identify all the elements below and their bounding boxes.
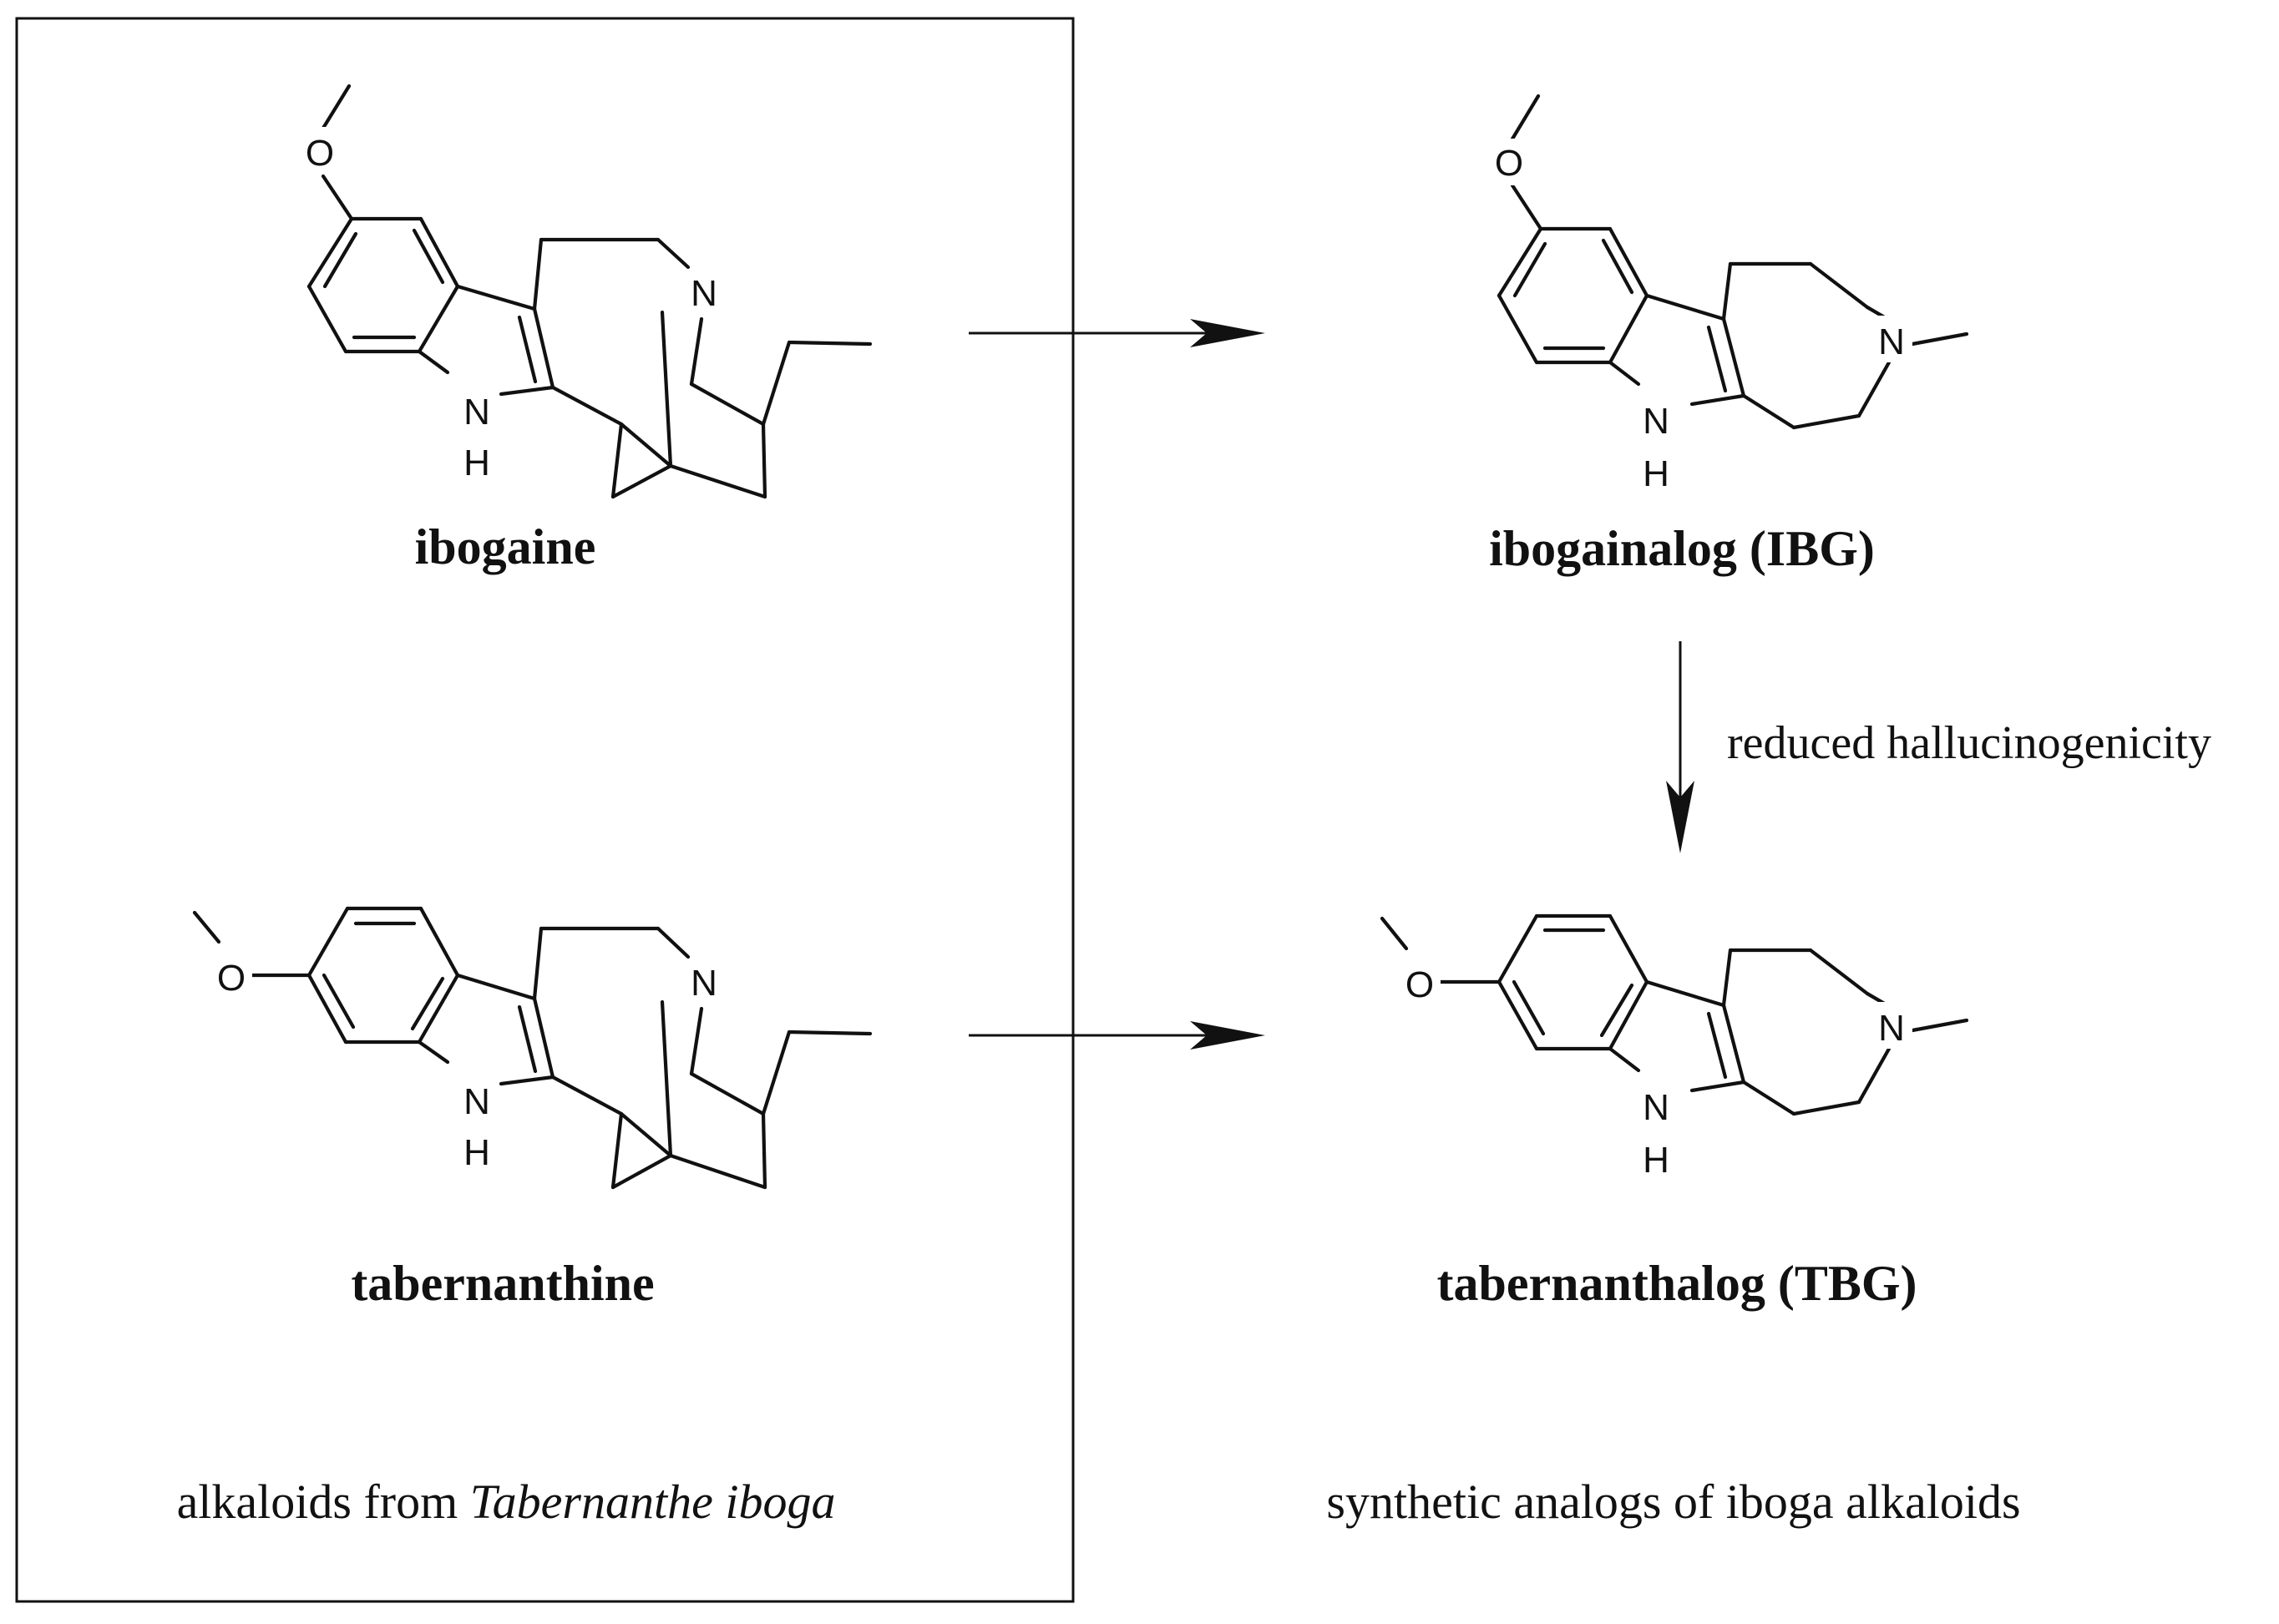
tabernanthine-name: tabernanthine [351, 1256, 654, 1311]
tabernanthalog-oxygen-label: O [1405, 964, 1434, 1005]
tabernanthine-nh-label: N [463, 1081, 490, 1122]
ibogaine-structure: O N N H [299, 83, 873, 499]
tabernanthine-nitrogen-label: N [691, 963, 717, 1004]
ibogaine-nh-label: N [463, 392, 490, 433]
ibogaine-oxygen-label: O [306, 133, 334, 174]
ibogainalog-name: ibogainalog (IBG) [1489, 521, 1875, 576]
synthetic-analogs-caption: synthetic analogs of iboga alkaloids [1326, 1475, 2020, 1529]
ibogaine-nitrogen-label: N [691, 273, 717, 314]
arrow-ibogaine-to-ibogainalog [969, 319, 1265, 347]
tabernanthalog-nh-label: N [1643, 1087, 1669, 1128]
tabernanthine-oxygen-label: O [217, 958, 246, 999]
ibogainalog-structure: O N N H [1488, 94, 1969, 494]
ibogaine-h-label: H [463, 443, 490, 483]
tabernanthalog-h-label: H [1643, 1140, 1669, 1181]
tabernanthalog-name: tabernanthalog (TBG) [1436, 1256, 1917, 1311]
tabernanthalog-structure: O N N H [1380, 913, 1969, 1181]
tabernanthine-structure: O N N H [192, 906, 873, 1190]
arrow-ibogainalog-to-tabernanthalog [1666, 641, 1694, 853]
ibogainalog-oxygen-label: O [1495, 143, 1523, 184]
tabernanthine-h-label: H [463, 1132, 490, 1173]
ibogaine-name: ibogaine [415, 519, 596, 574]
natural-alkaloids-caption: alkaloids from Tabernanthe iboga [177, 1475, 836, 1529]
tabernanthalog-nitrogen-label: N [1878, 1008, 1905, 1049]
arrow-tabernanthine-to-tabernanthalog [969, 1021, 1265, 1050]
natural-alkaloids-box [15, 17, 1075, 1603]
ibogainalog-h-label: H [1643, 453, 1669, 494]
reduced-hallucinogenicity-label: reduced hallucinogenicity [1727, 717, 2211, 769]
ibogainalog-nitrogen-label: N [1878, 321, 1905, 362]
ibogainalog-nh-label: N [1643, 401, 1669, 442]
